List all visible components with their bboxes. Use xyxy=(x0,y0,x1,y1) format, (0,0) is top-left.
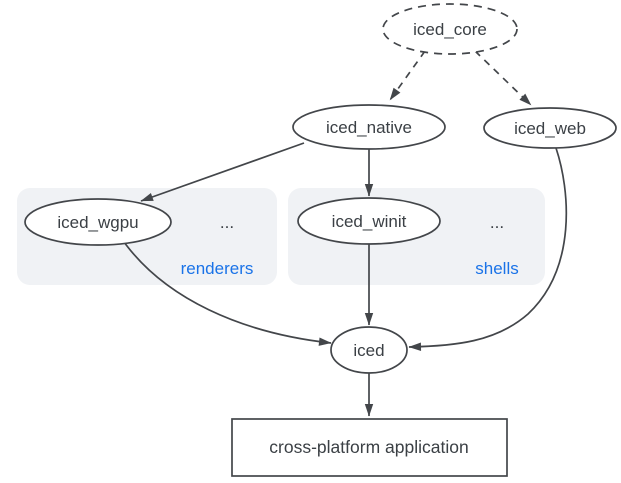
shells-ellipsis-label: ... xyxy=(490,213,504,232)
node-label-iced-winit: iced_winit xyxy=(332,212,407,231)
edge-web-to-iced xyxy=(408,147,568,351)
edge-core-to-native xyxy=(389,50,426,101)
node-iced xyxy=(330,326,408,374)
node-label-iced: iced xyxy=(353,341,384,360)
node-label-iced-native: iced_native xyxy=(326,118,412,137)
node-label-cross-platform-application: cross-platform application xyxy=(269,437,468,457)
node-iced-web xyxy=(483,107,617,149)
node-iced-winit xyxy=(297,197,441,245)
edge-wgpu-to-iced xyxy=(123,241,332,346)
node-iced-core xyxy=(382,3,518,55)
node-iced-native xyxy=(292,104,446,150)
renderers-ellipsis-label: ... xyxy=(220,213,234,232)
node-label-iced-web: iced_web xyxy=(514,119,586,138)
renderers-group-label: renderers xyxy=(181,259,254,278)
node-cross-platform-application xyxy=(231,418,508,477)
node-label-iced-core: iced_core xyxy=(413,20,487,39)
edge-native-to-wgpu xyxy=(140,142,305,202)
shells-group-label: shells xyxy=(475,259,518,278)
node-label-iced-wgpu: iced_wgpu xyxy=(57,213,138,232)
edge-core-to-web xyxy=(474,50,532,106)
node-iced-wgpu xyxy=(24,198,172,246)
